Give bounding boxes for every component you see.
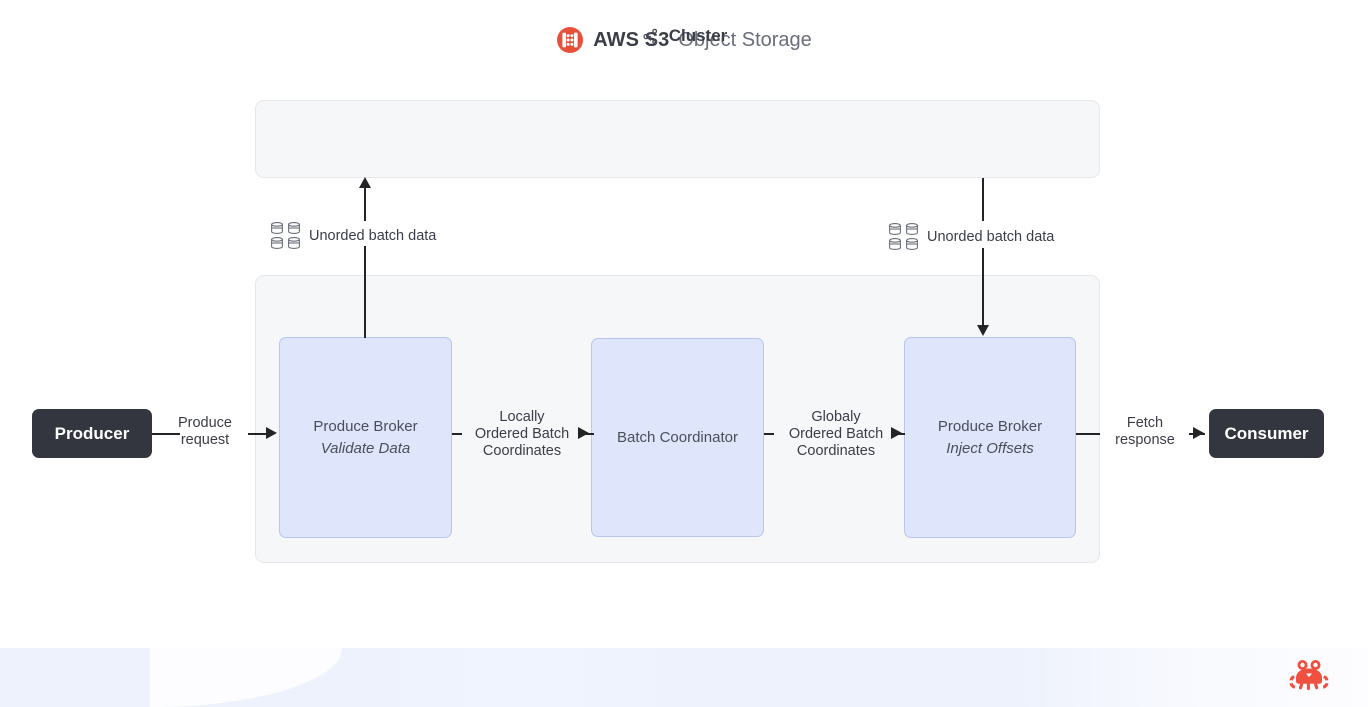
node-subtitle: Validate Data [320, 439, 411, 457]
node-produce-broker-validate[interactable]: Produce Broker Validate Data [279, 337, 452, 538]
edge-label-unorded-download: Unorded batch data [888, 223, 1054, 250]
aws-s3-icon [556, 26, 584, 54]
node-consumer-label: Consumer [1224, 423, 1309, 443]
edge-unorded-upload-arrowhead [359, 177, 371, 188]
group-cluster-title: Cluster [0, 24, 1368, 48]
aws-s3-brand-label: AWS S3 [593, 28, 670, 51]
edge-unorded-download-line-lower [982, 248, 984, 326]
edge-unorded-download-line-upper [982, 178, 984, 221]
edge-unorded-upload-line-upper [364, 188, 366, 221]
group-aws-s3-title: AWS S3 Object Storage [0, 26, 1368, 54]
edge-label-unorded-upload-text: Unorded batch data [309, 227, 437, 244]
edge-fetch-response-arrowhead [1193, 427, 1204, 439]
node-consumer[interactable]: Consumer [1209, 409, 1324, 458]
edge-label-unorded-upload: Unorded batch data [270, 222, 436, 249]
edge-label-produce-request: Produce request [177, 415, 232, 448]
node-title: Produce Broker [313, 417, 418, 435]
crab-logo [1288, 656, 1330, 696]
node-produce-broker-inject[interactable]: Produce Broker Inject Offsets [904, 337, 1076, 538]
edge-unorded-download-arrowhead [977, 325, 989, 336]
edge-produce-request-arrowhead [266, 427, 277, 439]
edge-label-locally-ordered: Locally Ordered Batch Coordinates [474, 409, 570, 459]
node-subtitle: Inject Offsets [946, 439, 1034, 457]
edge-locally-ordered-line-a [452, 433, 462, 435]
edge-globaly-ordered-arrowhead [891, 427, 902, 439]
edge-label-unorded-download-text: Unorded batch data [927, 228, 1055, 245]
network-nodes-icon [641, 27, 660, 46]
edge-label-globaly-ordered: Globaly Ordered Batch Coordinates [788, 409, 884, 459]
database-stack-icon [888, 223, 919, 250]
database-stack-icon [270, 222, 301, 249]
edge-label-fetch-response: Fetch response [1115, 415, 1175, 448]
group-cluster-label: Cluster [668, 26, 728, 45]
aws-s3-subtitle-label: Object Storage [678, 28, 812, 51]
edge-locally-ordered-arrowhead [578, 427, 589, 439]
edge-unorded-upload-line-lower [364, 246, 366, 338]
node-title: Batch Coordinator [617, 428, 738, 446]
node-batch-coordinator[interactable]: Batch Coordinator [591, 338, 764, 537]
node-producer[interactable]: Producer [32, 409, 152, 458]
node-producer-label: Producer [54, 423, 130, 443]
group-aws-s3 [255, 100, 1100, 178]
edge-fetch-response-line-a [1076, 433, 1100, 435]
edge-globaly-ordered-line-a [764, 433, 774, 435]
node-title: Produce Broker [937, 417, 1043, 435]
edge-produce-request-line-b [248, 433, 268, 435]
edge-produce-request-line-a [152, 433, 180, 435]
